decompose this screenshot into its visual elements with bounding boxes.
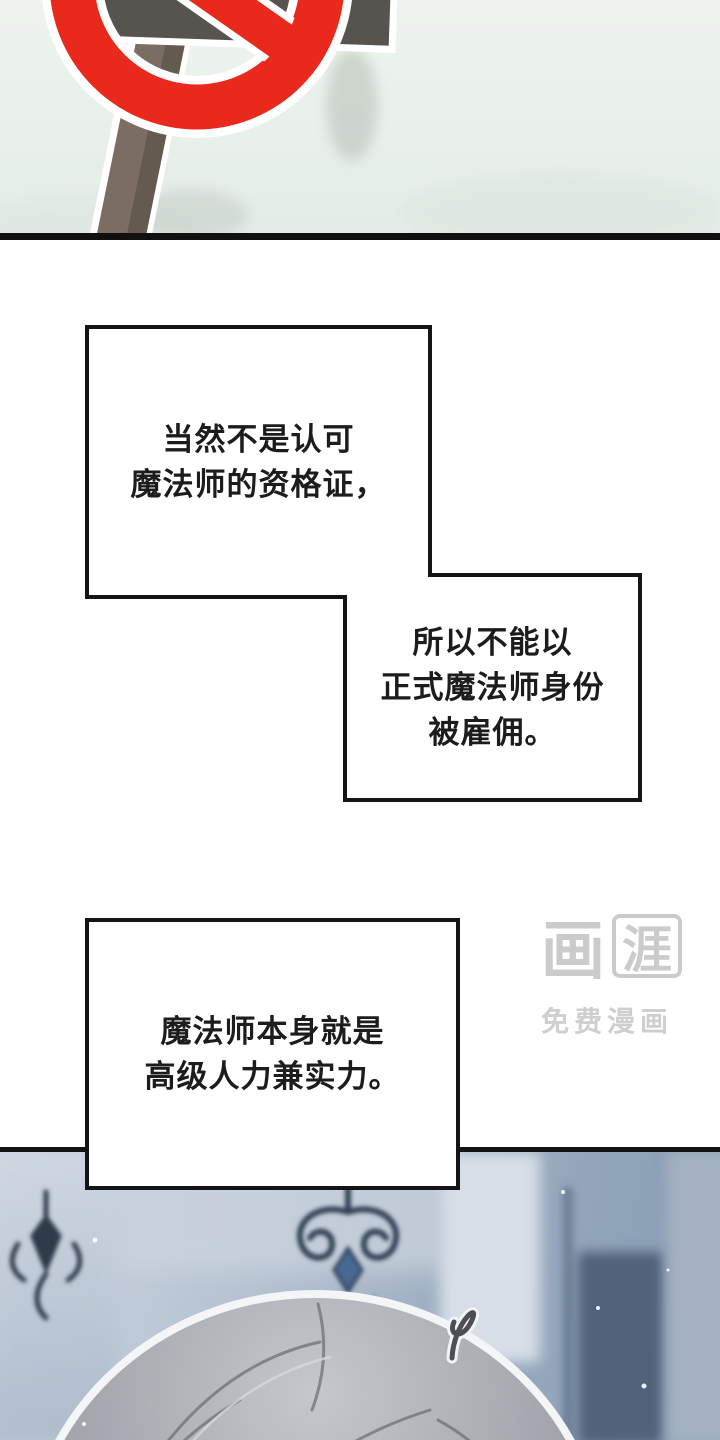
sparkle-dots — [82, 1190, 670, 1426]
iron-lamp-ornament — [9, 1189, 83, 1321]
prohibition-sign-icon — [0, 0, 720, 233]
speech-line: 高级人力兼实力。 — [144, 1059, 401, 1094]
watermark-char2-boxed: 涯 — [612, 914, 682, 978]
watermark-subtitle: 免费漫画 — [541, 1006, 674, 1037]
speech-line: 当然不是认可 — [162, 422, 355, 457]
panel-interior-scene — [0, 1147, 720, 1440]
speech-bubble-3: 魔法师本身就是 高级人力兼实力。 — [85, 918, 460, 1190]
sign-stripe — [93, 0, 301, 86]
sign-ring — [50, 0, 344, 130]
speech-bubble-2-text: 所以不能以 正式魔法师身份 被雇佣。 — [345, 575, 640, 800]
speech-line: 正式魔法师身份 — [380, 670, 605, 705]
site-watermark: 画 涯 免费漫画 — [541, 900, 716, 1040]
pillar-right — [668, 1152, 720, 1440]
interior-scene-illustration — [9, 1179, 670, 1440]
watermark-char1: 画 — [541, 915, 605, 987]
speech-line: 被雇佣。 — [428, 715, 557, 750]
ahoge-curl — [449, 1310, 477, 1361]
speech-line: 魔法师的资格证， — [130, 467, 387, 502]
dark-doorway — [578, 1252, 663, 1440]
speech-bubble-1-text: 当然不是认可 魔法师的资格证， — [87, 327, 430, 597]
speech-line: 所以不能以 — [412, 625, 573, 660]
pillar-divider — [563, 1187, 573, 1440]
panel-prohibition-sign — [0, 0, 720, 240]
speech-line: 魔法师本身就是 — [160, 1014, 385, 1049]
watermark-logo: 画 涯 — [541, 900, 716, 992]
character-head — [55, 1290, 575, 1440]
